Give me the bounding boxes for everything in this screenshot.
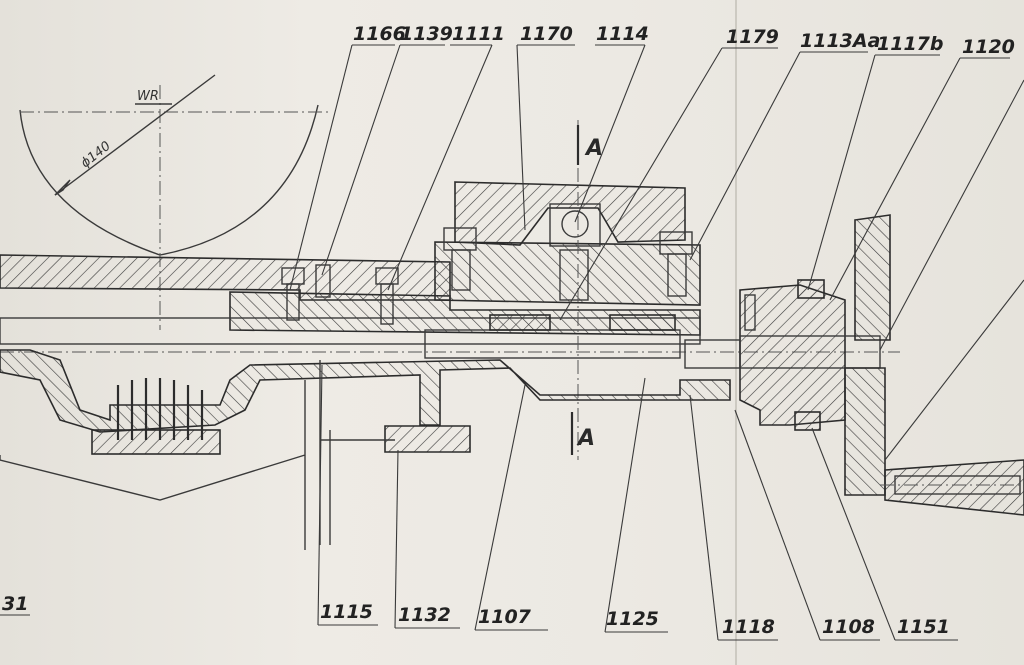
center-screw	[559, 249, 589, 301]
callout-1117b: 1117b	[877, 33, 943, 55]
callouts-top: 1166 1139 1111 1170 1114 1179 1113Aa 111…	[289, 23, 1024, 461]
inner-sleeve	[424, 329, 681, 359]
drive-shaft	[739, 335, 881, 369]
callout-1120: 1120	[962, 36, 1015, 58]
paper-fold	[735, 0, 737, 665]
callout-1114: 1114	[596, 23, 649, 45]
section-mark-bottom: A	[576, 426, 595, 451]
diameter-line	[54, 74, 216, 196]
frame-outline	[319, 360, 395, 545]
flange-lower	[844, 367, 886, 496]
coupling-housing	[739, 284, 846, 426]
lower-guard	[0, 380, 306, 550]
callout-1111: 1111	[452, 23, 505, 45]
lower-casting	[0, 349, 731, 433]
screw-1113	[744, 294, 756, 331]
callout-1170: 1170	[520, 23, 573, 45]
base-plate	[384, 425, 471, 453]
spindle-shaft	[0, 317, 701, 345]
callout-1118: 1118	[722, 616, 775, 638]
callout-1125: 1125	[606, 608, 659, 630]
dimension-arrow	[54, 179, 71, 196]
bearing-1	[489, 314, 551, 331]
middle-plate	[434, 241, 701, 306]
bolt-1166	[286, 283, 300, 321]
wheel-arc	[19, 104, 319, 256]
callout-1179: 1179	[726, 26, 779, 48]
callout-1115: 1115	[320, 601, 373, 623]
upper-housing	[0, 254, 451, 301]
callout-1108: 1108	[822, 616, 875, 638]
callout-1132: 1132	[398, 604, 451, 626]
callout-1139: 1139	[400, 23, 453, 45]
callout-1113Aa: 1113Aa	[800, 30, 880, 52]
callout-31: 31	[2, 593, 28, 615]
bearing-2	[609, 314, 676, 331]
flange-disc	[854, 214, 891, 341]
radius-label: WR	[137, 89, 159, 104]
callout-1107: 1107	[478, 606, 532, 628]
callouts-bottom: 31 1115 1132 1107 1125 1118 1108 1151	[0, 364, 958, 641]
pin-1139	[315, 264, 331, 298]
bolt-1111	[380, 283, 394, 325]
terminal-block	[91, 429, 221, 455]
nut-1151	[794, 411, 821, 431]
coil-fins	[116, 378, 204, 440]
section-mark-top: A	[584, 136, 603, 161]
callout-1151: 1151	[897, 616, 950, 638]
bolt-left	[451, 249, 471, 291]
bolt-right	[667, 253, 687, 297]
nut-bore	[561, 210, 589, 238]
tapered-arm	[884, 459, 1024, 516]
callout-1166: 1166	[353, 23, 406, 45]
clip-1117	[797, 279, 825, 299]
